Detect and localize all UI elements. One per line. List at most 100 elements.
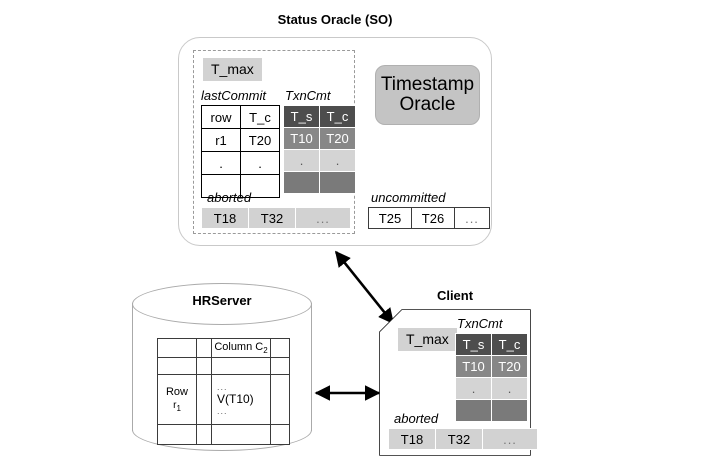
table-row: T18 T32 ...	[388, 428, 538, 450]
hrserver-cylinder: HRServer Column C2 Row	[132, 283, 312, 451]
cell	[270, 338, 290, 358]
table-row: T10 T20	[455, 355, 528, 378]
cell: row	[201, 105, 241, 129]
table-row: T18 T32 ...	[201, 207, 351, 229]
cell	[455, 399, 492, 422]
arrow-so-client	[334, 250, 395, 325]
timestamp-oracle-box: Timestamp Oracle	[375, 65, 480, 125]
table-row	[283, 171, 356, 194]
client-tmax-label: T_max	[398, 328, 457, 351]
so-uncommitted-table: T25 T26 ...	[368, 207, 490, 229]
cell: ...	[454, 207, 490, 229]
cell: .	[491, 377, 528, 400]
cell	[196, 424, 212, 445]
timestamp-oracle-line1: Timestamp	[380, 74, 475, 96]
row-label-cell: Row r1	[157, 374, 197, 425]
so-txncmt-caption: TxnCmt	[285, 88, 331, 103]
cell	[283, 171, 320, 194]
cell: T_c	[491, 333, 528, 356]
cell: .	[455, 377, 492, 400]
cell: T_s	[455, 333, 492, 356]
cell: T32	[435, 428, 483, 450]
table-row: T_s T_c	[283, 105, 356, 128]
so-tmax-label: T_max	[203, 58, 262, 81]
so-txncmt-table: T_s T_c T10 T20 . .	[283, 105, 356, 194]
table-row	[157, 424, 290, 445]
client-txncmt-table: T_s T_c T10 T20 . .	[455, 333, 528, 422]
row-label-text: Row	[165, 385, 188, 398]
row-label-id: r	[173, 399, 177, 411]
client-title: Client	[436, 288, 474, 303]
so-uncommitted-caption: uncommitted	[371, 190, 446, 205]
so-lastcommit-caption: lastCommit	[201, 88, 267, 103]
cell: .	[283, 149, 320, 172]
client-txncmt-caption: TxnCmt	[457, 316, 503, 331]
cell	[270, 424, 290, 445]
timestamp-oracle-line2: Oracle	[399, 94, 456, 115]
so-lastcommit-table-wrap: row T_c r1 T20 . .	[201, 105, 280, 198]
cylinder-top-ellipse	[132, 283, 312, 325]
so-uncommitted-table-wrap: T25 T26 ...	[368, 207, 490, 229]
cell	[196, 357, 212, 375]
cell: T20	[319, 127, 356, 150]
cell	[240, 174, 280, 198]
version-dots-top: ...	[217, 382, 228, 393]
cell: ...	[295, 207, 351, 229]
cell	[211, 424, 271, 445]
so-txncmt-table-wrap: T_s T_c T10 T20 . .	[283, 105, 356, 194]
cell	[157, 357, 197, 375]
column-header-text: Column C	[214, 340, 264, 353]
version-value: V(T10)	[217, 391, 254, 406]
cell: T_c	[240, 105, 280, 129]
cell: T20	[491, 355, 528, 378]
table-row	[157, 357, 290, 375]
cell: r1	[201, 128, 241, 152]
version-dots-bottom: ...	[217, 406, 228, 417]
so-tmax-chip: T_max	[203, 58, 262, 81]
hrserver-table: Column C2 Row r1	[157, 338, 290, 445]
row-label-subscript: 1	[176, 403, 181, 413]
table-row: . .	[201, 151, 280, 175]
client-aborted-table: T18 T32 ...	[388, 428, 538, 450]
cell	[491, 399, 528, 422]
cell: T18	[388, 428, 436, 450]
cell: T_c	[319, 105, 356, 128]
so-lastcommit-table: row T_c r1 T20 . .	[201, 105, 280, 198]
cell	[196, 338, 212, 358]
table-row	[455, 399, 528, 422]
cell: T20	[240, 128, 280, 152]
hrserver-table-wrap: Column C2 Row r1	[157, 338, 290, 445]
cell	[319, 171, 356, 194]
cell: T_s	[283, 105, 320, 128]
table-row: Column C2	[157, 338, 290, 358]
cell: T10	[283, 127, 320, 150]
cell	[157, 338, 197, 358]
column-header-cell: Column C2	[211, 338, 271, 358]
cell	[196, 374, 212, 425]
cell: T10	[455, 355, 492, 378]
cell: T26	[411, 207, 455, 229]
hrserver-title: HRServer	[192, 293, 252, 308]
cell: .	[240, 151, 280, 175]
client-tmax-chip: T_max	[398, 328, 457, 351]
table-row: T25 T26 ...	[368, 207, 490, 229]
table-row: T_s T_c	[455, 333, 528, 356]
cell	[270, 357, 290, 375]
cell: .	[201, 151, 241, 175]
client-aborted-table-wrap: T18 T32 ...	[388, 428, 538, 450]
so-aborted-table: T18 T32 ...	[201, 207, 351, 229]
version-cell: ... V(T10) ...	[211, 374, 271, 425]
table-row: r1 T20	[201, 128, 280, 152]
so-aborted-table-wrap: T18 T32 ...	[201, 207, 351, 229]
client-aborted-caption: aborted	[394, 411, 439, 426]
cell: ...	[482, 428, 538, 450]
client-txncmt-table-wrap: T_s T_c T10 T20 . .	[455, 333, 528, 422]
table-row: Row r1 ... V(T10) ...	[157, 374, 290, 425]
so-aborted-caption: aborted	[207, 190, 252, 205]
status-oracle-title: Status Oracle (SO)	[277, 12, 393, 27]
table-row: T10 T20	[283, 127, 356, 150]
table-row: . .	[283, 149, 356, 172]
cell: T18	[201, 207, 249, 229]
table-row: . .	[455, 377, 528, 400]
cell	[211, 357, 271, 375]
